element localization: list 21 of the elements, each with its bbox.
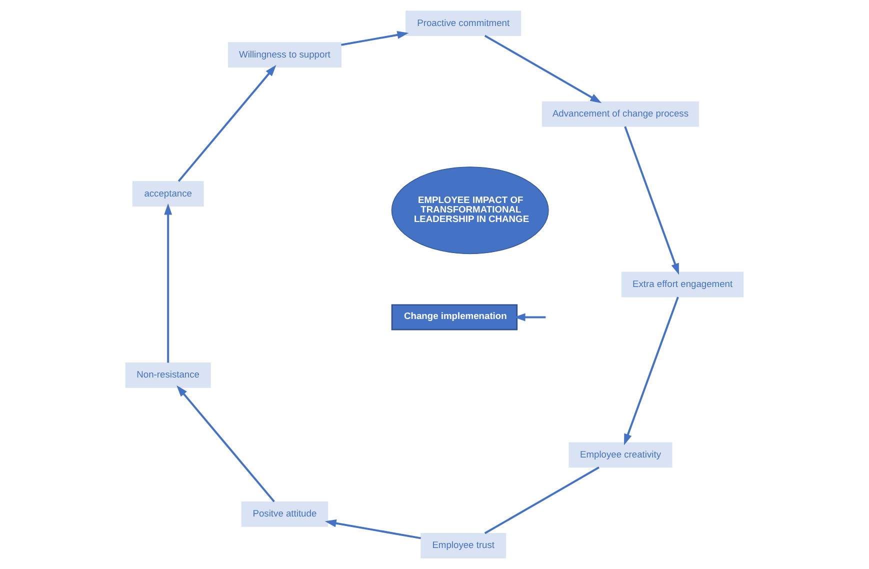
node-box: Positve attitude xyxy=(241,502,328,527)
node-box: acceptance xyxy=(132,181,204,206)
connector xyxy=(484,466,600,534)
arrow xyxy=(514,313,546,322)
arrow xyxy=(164,203,172,363)
arrow xyxy=(176,385,275,502)
node-box: Employee creativity xyxy=(568,442,672,468)
arrow xyxy=(341,31,409,46)
node-box: Change implemenation xyxy=(391,304,518,330)
arrow xyxy=(624,126,680,275)
node-box: Non-resistance xyxy=(125,362,211,388)
node-ellipse: EMPLOYEE IMPACT OF TRANSFORMATIONAL LEADERSHIP IN CHANGE xyxy=(391,166,549,254)
arrow xyxy=(484,34,602,104)
arrow xyxy=(324,519,421,540)
node-box: Extra effort engagement xyxy=(621,272,744,298)
node-box: Proactive commitment xyxy=(406,10,522,36)
node-box: Willingness to support xyxy=(228,42,342,68)
arrow xyxy=(178,64,276,182)
arrow xyxy=(624,296,679,446)
node-box: Employee trust xyxy=(420,533,506,558)
node-box: Advancement of change process xyxy=(542,101,699,127)
